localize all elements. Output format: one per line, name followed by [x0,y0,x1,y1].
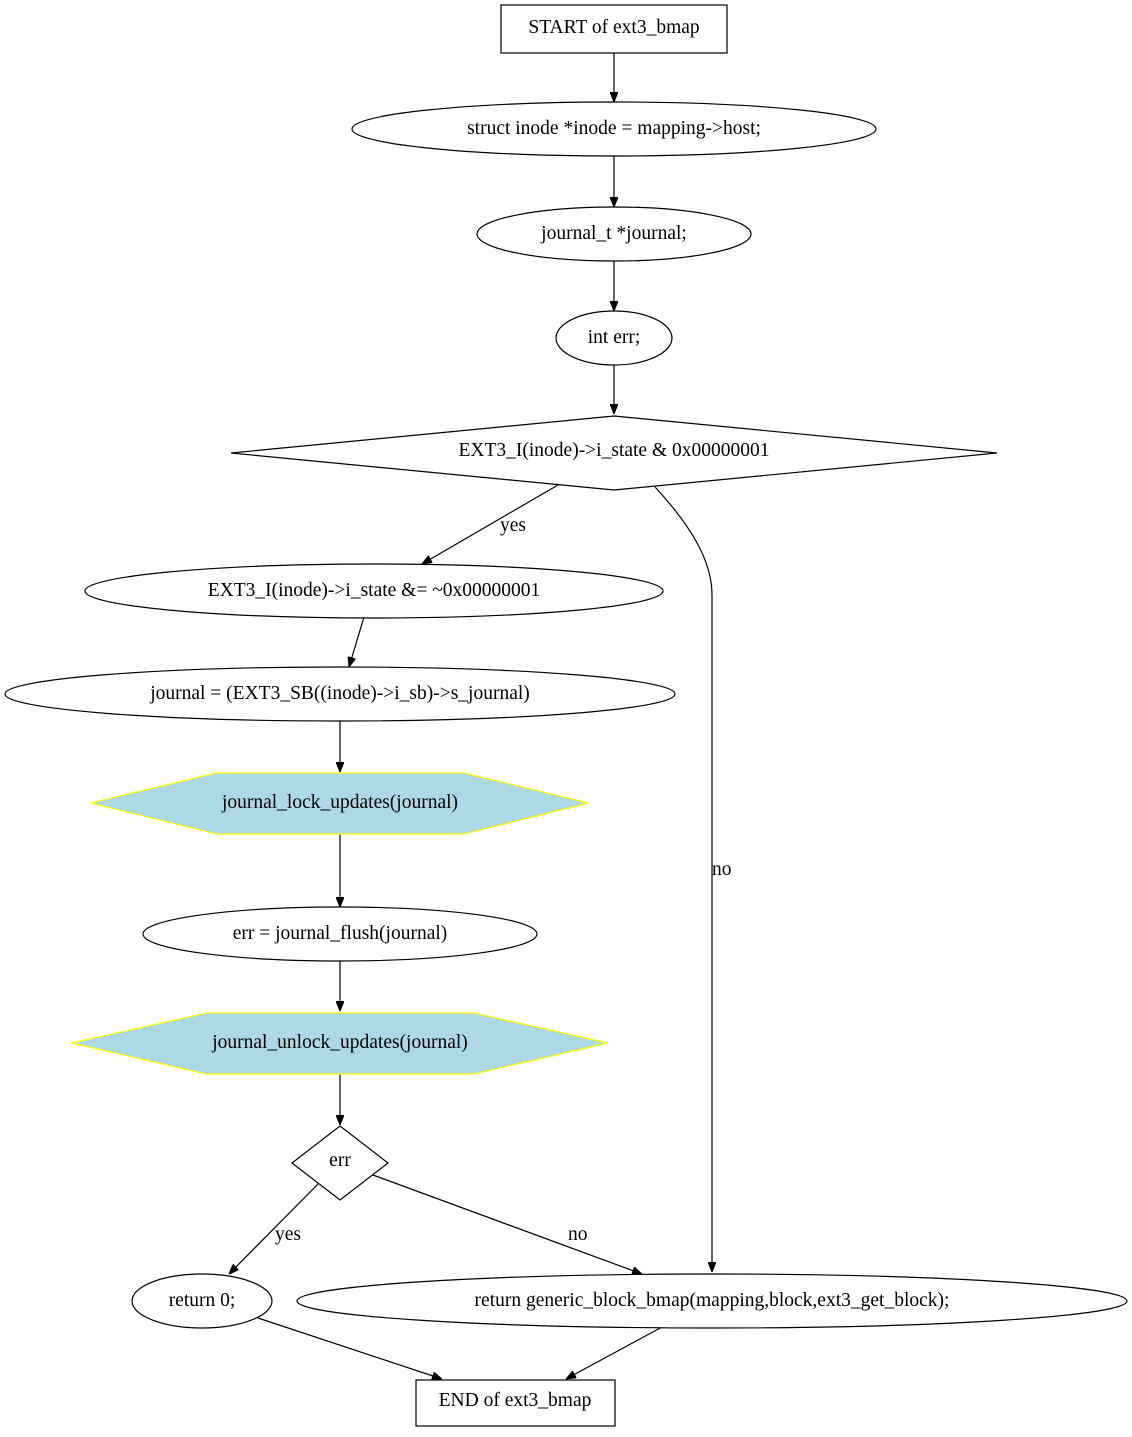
node-err-decl[interactable]: int err; [555,310,673,366]
edge-label-err-no: no [568,1224,588,1245]
node-state-check-label: EXT3_I(inode)->i_state & 0x00000001 [458,440,769,461]
node-return-bmap[interactable]: return generic_block_bmap(mapping,block,… [296,1273,1128,1329]
edge-return0-to-end [257,1317,442,1379]
node-end-label: END of ext3_bmap [439,1390,592,1411]
node-end[interactable]: END of ext3_bmap [415,1379,616,1427]
node-return-zero[interactable]: return 0; [131,1273,273,1329]
node-inode-decl-label: struct inode *inode = mapping->host; [467,118,761,139]
node-state-check[interactable]: EXT3_I(inode)->i_state & 0x00000001 [230,415,998,491]
node-journal-decl-label: journal_t *journal; [540,223,687,244]
edge-stateclear-to-assign [349,616,365,667]
node-journal-decl[interactable]: journal_t *journal; [476,206,752,262]
node-return-bmap-label: return generic_block_bmap(mapping,block,… [475,1290,950,1311]
edge-returnbmap-to-end [566,1326,663,1379]
node-inode-decl[interactable]: struct inode *inode = mapping->host; [351,101,877,157]
node-state-clear[interactable]: EXT3_I(inode)->i_state &= ~0x00000001 [84,563,664,619]
node-flush-label: err = journal_flush(journal) [233,923,448,944]
node-lock-updates-label: journal_lock_updates(journal) [221,792,458,813]
edge-label-state-no: no [712,859,732,880]
node-err-decl-label: int err; [588,327,641,348]
edges [229,53,712,1379]
edge-statecheck-no [654,486,712,1272]
node-unlock-updates[interactable]: journal_unlock_updates(journal) [71,1012,609,1075]
node-journal-assign[interactable]: journal = (EXT3_SB((inode)->i_sb)->s_jou… [4,666,676,722]
node-start[interactable]: START of ext3_bmap [500,4,728,54]
node-state-clear-label: EXT3_I(inode)->i_state &= ~0x00000001 [208,580,541,601]
node-err-check[interactable]: err [291,1125,389,1201]
node-err-check-label: err [329,1150,351,1171]
edge-labels: yes no yes no [275,515,732,1245]
node-start-label: START of ext3_bmap [528,17,699,38]
edge-errcheck-yes [229,1182,320,1274]
node-journal-assign-label: journal = (EXT3_SB((inode)->i_sb)->s_jou… [149,683,530,704]
node-lock-updates[interactable]: journal_lock_updates(journal) [90,772,590,835]
edge-errcheck-no [372,1174,642,1274]
node-flush[interactable]: err = journal_flush(journal) [142,906,538,962]
edge-label-err-yes: yes [275,1224,301,1245]
edge-label-state-yes: yes [500,515,526,536]
node-return-zero-label: return 0; [169,1290,236,1311]
node-unlock-updates-label: journal_unlock_updates(journal) [211,1032,468,1053]
edge-statecheck-yes [422,484,559,564]
